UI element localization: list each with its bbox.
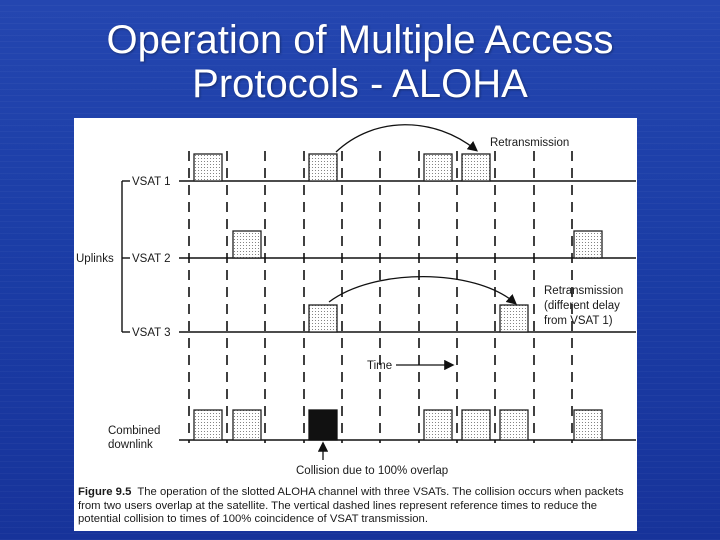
uplinks-label: Uplinks — [76, 253, 114, 265]
downlink-packet-2 — [232, 409, 262, 441]
collision-packet — [308, 409, 338, 441]
title-line-1: Operation of Multiple Access — [106, 18, 614, 62]
slide-title: Operation of Multiple Access Protocols -… — [0, 18, 720, 106]
retransmission2-label-2: (different delay — [544, 300, 620, 312]
retransmission2-label-3: from VSAT 1) — [544, 315, 613, 327]
downlink-packets — [193, 409, 603, 441]
title-line-2: Protocols - ALOHA — [192, 62, 528, 106]
collision-label: Collision due to 100% overlap — [296, 465, 448, 477]
vsat3-packet-retransmit — [499, 304, 529, 333]
downlink-packet-1 — [193, 409, 223, 441]
vsat1-label: VSAT 1 — [132, 176, 171, 188]
combined-downlink-label-2: downlink — [108, 439, 153, 451]
reference-time-lines — [188, 151, 573, 443]
retransmission-arrow-1 — [335, 124, 479, 153]
vsat1-packet-2 — [308, 153, 338, 182]
vsat1-packet-3 — [461, 153, 491, 182]
arrows — [317, 124, 517, 460]
vsat2-packet-2 — [573, 230, 603, 259]
downlink-packet-6 — [499, 409, 529, 441]
aloha-figure: VSAT 1 VSAT 2 VSAT 3 Uplinks Combined do… — [74, 118, 637, 531]
retransmission-label: Retransmission — [490, 137, 569, 149]
vsat3-packet-1 — [308, 304, 338, 333]
vsat1-packet-1 — [193, 153, 223, 182]
aloha-diagram: VSAT 1 VSAT 2 VSAT 3 Uplinks Combined do… — [76, 124, 636, 477]
vsat2-packet-1 — [232, 230, 262, 259]
vsat3-label: VSAT 3 — [132, 327, 171, 339]
vsat2-packets — [232, 230, 603, 259]
downlink-packet-7 — [573, 409, 603, 441]
retransmission2-label-1: Retransmission — [544, 285, 623, 297]
caption-text: The operation of the slotted ALOHA chann… — [78, 486, 624, 526]
retransmission-arrow-2 — [328, 276, 517, 305]
vsat2-label: VSAT 2 — [132, 253, 171, 265]
downlink-packet-4 — [423, 409, 453, 441]
vsat3-packets — [308, 304, 529, 333]
caption-figure-number: Figure 9.5 — [78, 486, 132, 498]
combined-downlink-label-1: Combined — [108, 425, 160, 437]
vsat1-packet-retransmit — [423, 153, 453, 182]
downlink-packet-5 — [461, 409, 491, 441]
uplinks-bracket — [121, 180, 130, 333]
vsat1-packets — [193, 153, 491, 182]
time-label: Time — [367, 360, 392, 372]
